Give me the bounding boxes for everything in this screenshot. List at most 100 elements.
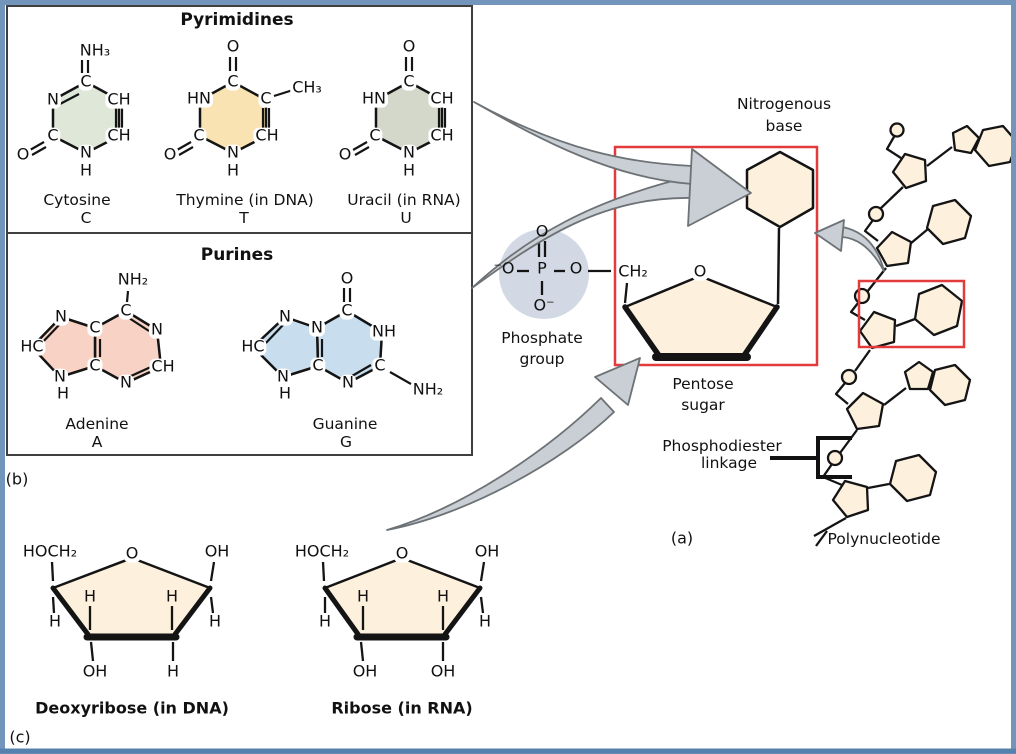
guanine-structure xyxy=(251,288,412,385)
phosphodiester-linkage-label: Phosphodiester xyxy=(662,436,782,455)
atom-label: H xyxy=(276,383,294,403)
atom-label: NH xyxy=(370,321,398,341)
nitrogenous-base-label: base xyxy=(765,116,803,135)
deoxyribose-structure xyxy=(50,556,216,662)
purines-title: Purines xyxy=(200,245,274,266)
atom-label: H xyxy=(318,611,332,631)
atom-label: N xyxy=(401,142,417,162)
atom-label: O xyxy=(224,36,242,56)
atom-label: NH₃ xyxy=(77,40,113,60)
adenine-symbol: A xyxy=(91,432,103,451)
atom-label: C xyxy=(118,300,134,320)
atom-label: OH xyxy=(430,661,456,681)
atom-label: N xyxy=(340,372,356,392)
atom-label: O xyxy=(336,144,354,164)
atom-label: CH xyxy=(149,356,177,376)
atom-label: O xyxy=(14,144,32,164)
uracil-bonds xyxy=(352,57,447,156)
atom-label: CH xyxy=(428,125,456,145)
pentose-sugar-label: sugar xyxy=(681,395,725,414)
atom-label: P xyxy=(537,258,547,278)
atom-label: H xyxy=(224,160,242,180)
atom-label: O xyxy=(400,36,418,56)
atom-label: C xyxy=(258,88,274,108)
atom-label: O xyxy=(691,261,709,281)
uracil-name: Uracil (in RNA) xyxy=(347,190,461,209)
atom-label: H xyxy=(208,611,222,631)
atom-label: OH xyxy=(82,661,108,681)
guanine-symbol: G xyxy=(339,432,353,451)
atom-label: C xyxy=(45,125,61,145)
atom-label: N xyxy=(149,319,165,339)
atom-label: HN xyxy=(185,88,213,108)
atom-label: OH xyxy=(352,661,378,681)
chain-nucleotide-highlight-box xyxy=(857,279,966,349)
atom-label: N xyxy=(277,306,293,326)
atom-label: C xyxy=(87,355,103,375)
guanine-bonds xyxy=(263,288,412,385)
arrow-chain-to-nucleotide xyxy=(814,219,885,272)
atom-label: C xyxy=(372,355,388,375)
atom-label: C xyxy=(367,125,383,145)
atom-label: OH xyxy=(204,541,230,561)
atom-label: N xyxy=(78,142,94,162)
atom-label: N xyxy=(45,89,61,109)
atom-label: CH xyxy=(105,125,133,145)
atom-label: HC xyxy=(239,336,267,356)
cytosine-bonds xyxy=(29,60,124,156)
deoxyribose-name: Deoxyribose (in DNA) xyxy=(35,698,229,718)
atom-label: OH xyxy=(474,541,500,561)
atom-label: N xyxy=(118,372,134,392)
ribose-edges xyxy=(322,556,483,641)
atom-label: O xyxy=(123,543,141,563)
cytosine-name: Cytosine xyxy=(43,190,111,209)
atom-label: H xyxy=(400,160,418,180)
atom-label: C xyxy=(225,71,241,91)
atom-label: C xyxy=(87,317,103,337)
atom-label: N xyxy=(275,366,291,386)
thymine-bonds xyxy=(176,57,294,156)
atom-label: CH xyxy=(428,88,456,108)
atom-label: C xyxy=(78,71,94,91)
nucleotide-highlight-box xyxy=(613,145,819,367)
pyrimidines-title: Pyrimidines xyxy=(180,10,294,31)
adenine-name: Adenine xyxy=(65,414,129,433)
atom-label: O⁻ xyxy=(533,295,555,315)
phosphodiester-bracket xyxy=(770,436,852,479)
atom-label: H xyxy=(436,586,450,606)
atom-label: ⁻O xyxy=(493,258,515,278)
deoxyribose-edges xyxy=(50,556,213,641)
atom-label: HN xyxy=(360,88,388,108)
uracil-symbol: U xyxy=(400,208,412,227)
phosphate-bonds xyxy=(517,241,629,304)
atom-label: C xyxy=(310,355,326,375)
atom-label: CH₃ xyxy=(290,77,324,97)
atom-label: N xyxy=(53,306,69,326)
atom-label: C xyxy=(401,71,417,91)
panel-label-a: (a) xyxy=(670,528,694,548)
ribose-name: Ribose (in RNA) xyxy=(331,698,473,718)
atom-label: H xyxy=(356,586,370,606)
atom-label: N xyxy=(52,366,68,386)
atom-label: CH₂ xyxy=(618,261,648,281)
atom-label: CH xyxy=(253,125,281,145)
polynucleotide-chain xyxy=(813,122,1016,547)
atom-label: HOCH₂ xyxy=(294,541,350,561)
cytosine-symbol: C xyxy=(80,208,92,227)
atom-label: O xyxy=(161,144,179,164)
polynucleotide-label: Polynucleotide xyxy=(827,529,941,548)
atom-label: C xyxy=(339,300,355,320)
bases-box-outline xyxy=(6,5,473,456)
atom-label: H xyxy=(478,611,492,631)
atom-label: H xyxy=(77,160,95,180)
phosphate-group-label: Phosphate xyxy=(501,328,583,347)
atom-label: CH xyxy=(105,89,133,109)
atom-label: HOCH₂ xyxy=(22,541,78,561)
phosphate-group-label: group xyxy=(519,349,565,368)
atom-label: H xyxy=(54,383,72,403)
atom-label: N xyxy=(225,142,241,162)
atom-label: O xyxy=(569,258,583,278)
arrow-bases-to-nucleotide xyxy=(471,101,752,289)
guanine-name: Guanine xyxy=(312,414,378,433)
